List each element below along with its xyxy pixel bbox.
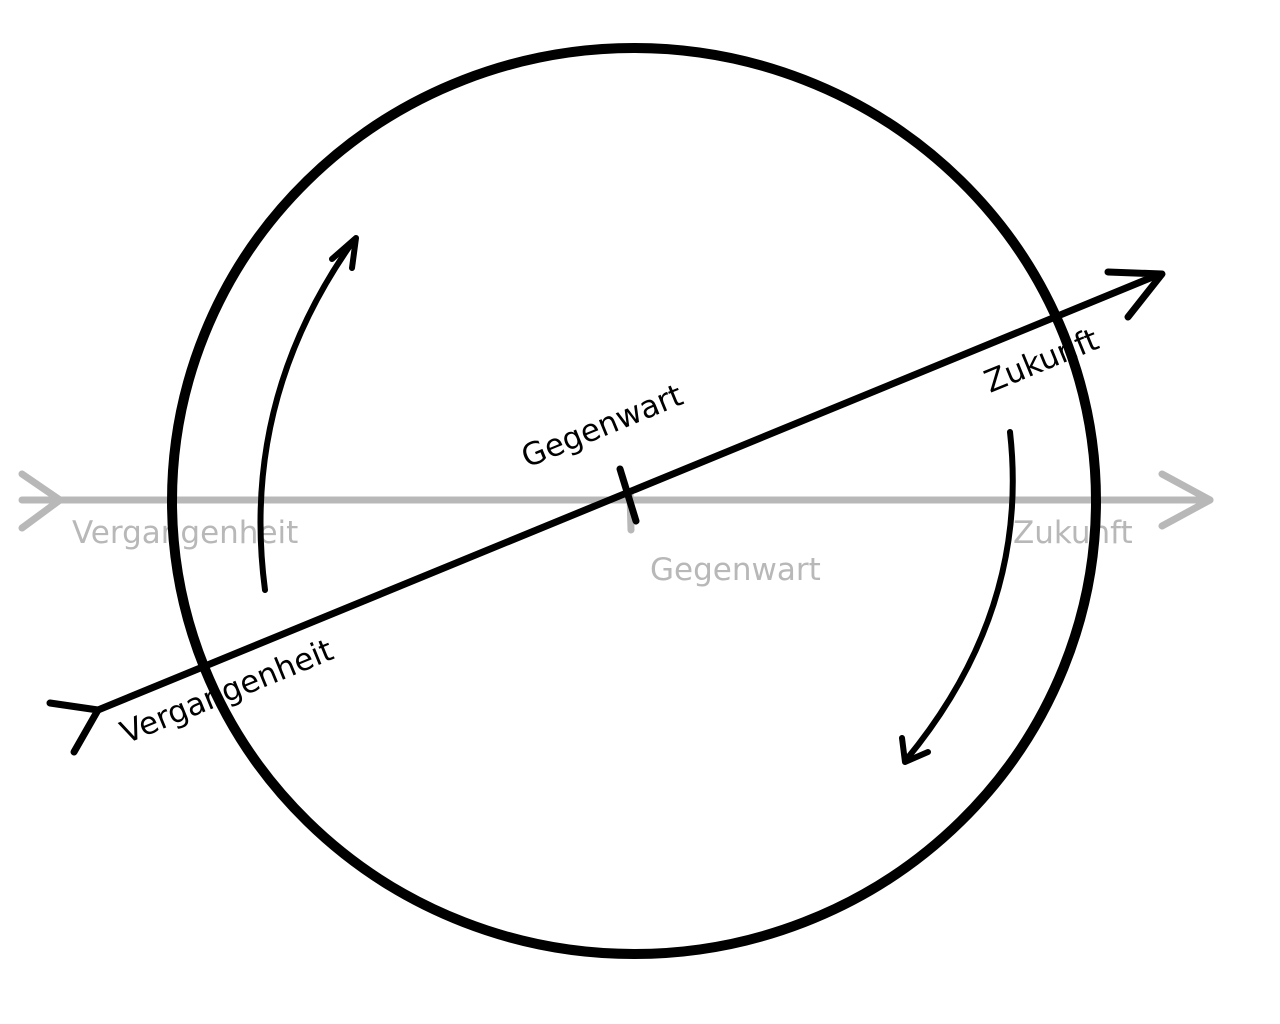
rotation-arrow-right xyxy=(903,429,1016,763)
rotation-arrow-left xyxy=(257,237,357,593)
tilted-present-label: Gegenwart xyxy=(516,377,688,475)
horizontal-tail-icon xyxy=(18,470,64,532)
horizontal-past-label: Vergangenheit xyxy=(72,515,298,551)
rotation-arrowhead-right-icon xyxy=(899,735,931,765)
tilted-present-tick xyxy=(616,465,640,525)
rotation-arrowhead-left-icon xyxy=(329,235,359,271)
horizontal-future-label: Zukunft xyxy=(1013,515,1133,551)
tilted-timeline xyxy=(46,268,1166,756)
tilted-tail-icon xyxy=(46,699,102,756)
horizontal-arrowhead-icon xyxy=(1158,470,1214,530)
time-circle xyxy=(167,43,1101,959)
horizontal-present-label: Gegenwart xyxy=(650,552,821,588)
tilted-arrowhead-icon xyxy=(1104,268,1166,321)
